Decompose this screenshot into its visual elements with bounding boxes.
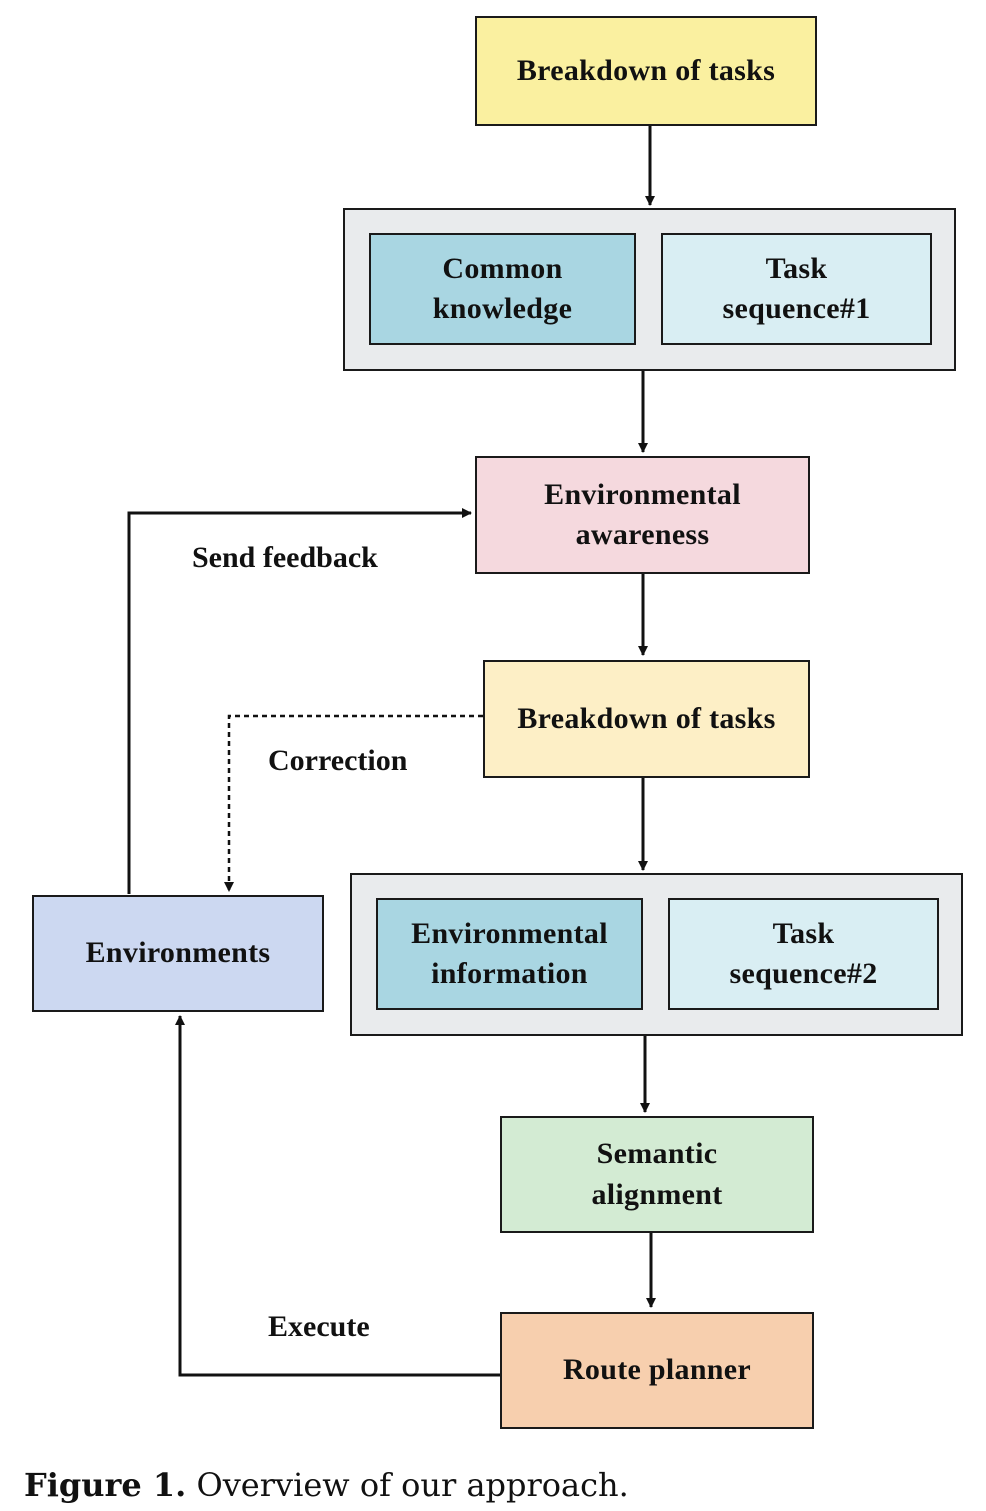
edge-label-correction: Correction [268, 744, 408, 777]
edge-label-execute: Execute [268, 1310, 370, 1343]
arrow-send-feedback [127, 508, 472, 894]
edge-label-send-feedback: Send feedback [192, 541, 378, 574]
arrow-execute [175, 1015, 500, 1377]
node-common-knowledge: Common knowledge [369, 233, 636, 345]
node-route-planner: Route planner [500, 1312, 814, 1429]
node-environments: Environments [32, 895, 324, 1012]
node-environmental-information: Environmental information [376, 898, 643, 1010]
node-semantic-alignment: Semantic alignment [500, 1116, 814, 1233]
node-task-sequence-2: Task sequence#2 [668, 898, 939, 1010]
arrow-correction [224, 714, 483, 892]
figure-caption-text: Overview of our approach. [186, 1466, 629, 1504]
node-top-breakdown: Breakdown of tasks [475, 16, 817, 126]
node-environmental-awareness: Environmental awareness [475, 456, 810, 574]
node-task-sequence-1: Task sequence#1 [661, 233, 932, 345]
figure-caption-label: Figure 1. [24, 1466, 187, 1504]
figure-caption: Figure 1. Overview of our approach. [24, 1466, 629, 1504]
node-mid-breakdown: Breakdown of tasks [483, 660, 810, 778]
